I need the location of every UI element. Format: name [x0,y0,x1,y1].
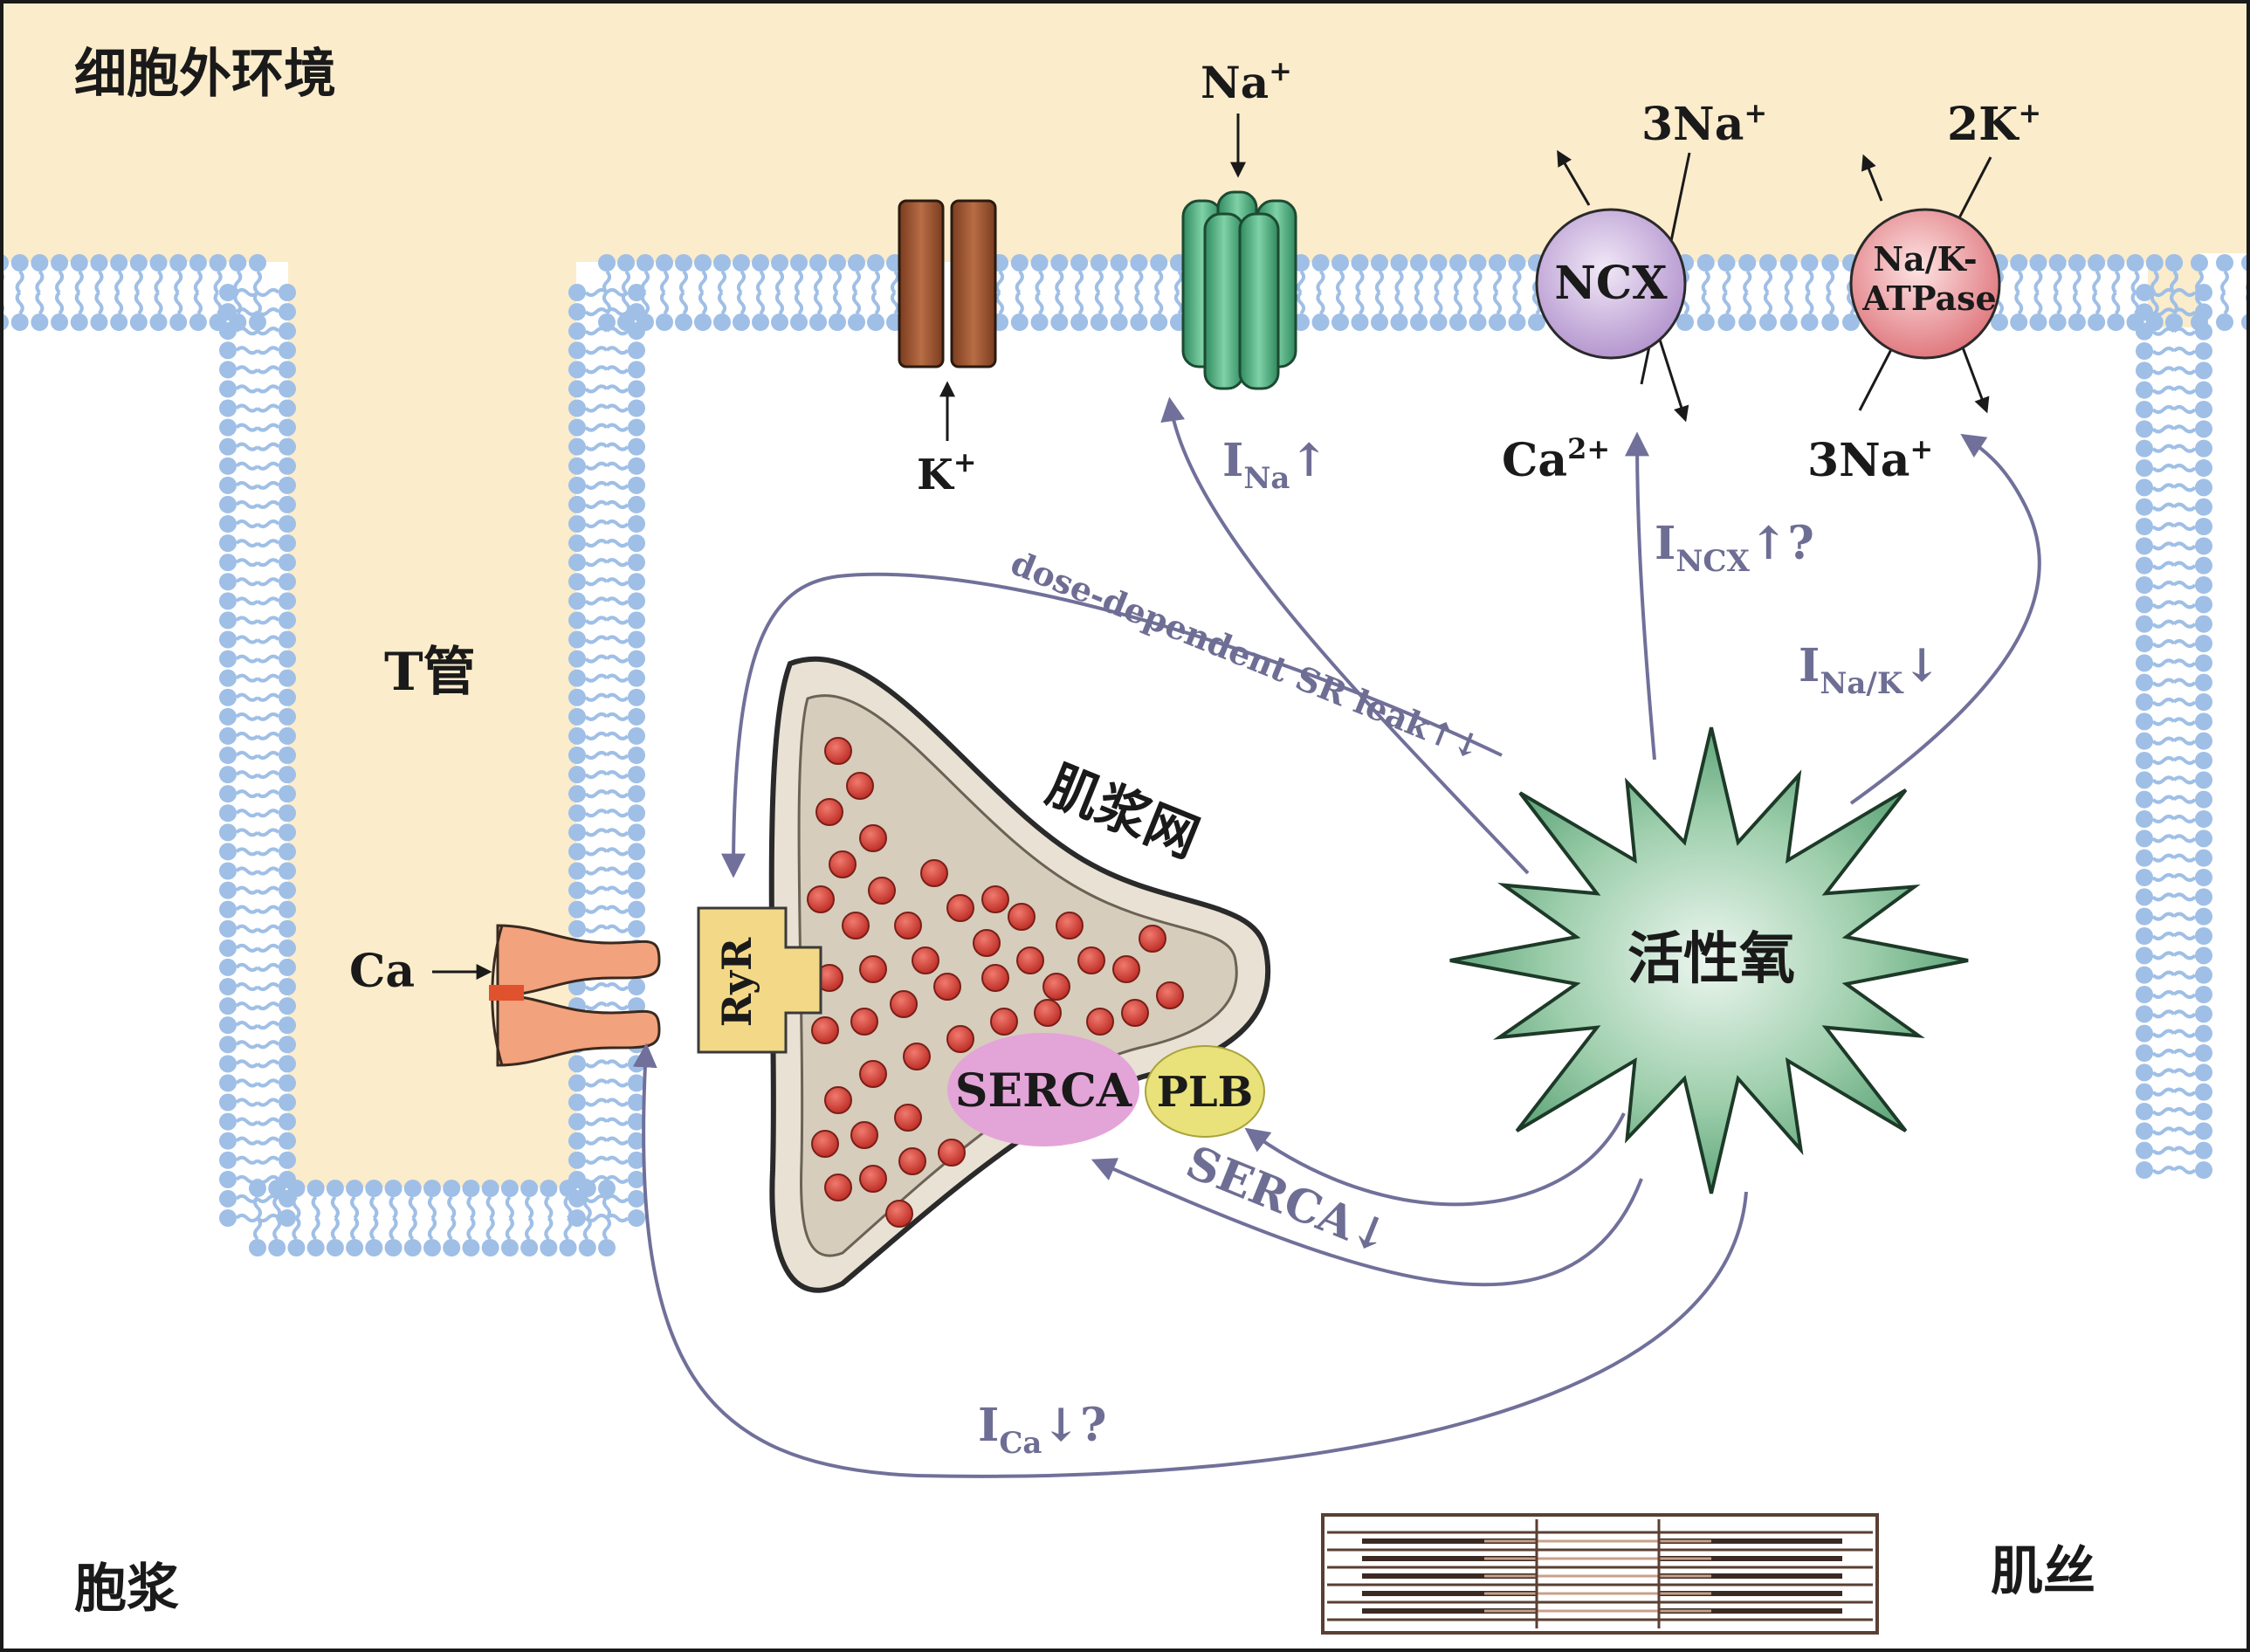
arrow-sr-leak-to-ryr [721,572,1503,878]
ncx-exchanger: NCX [1535,149,1691,423]
calcium-store-dots [807,737,1184,1228]
myofilament-bundle-icon [1321,1513,1879,1635]
cell-membrane [0,254,2250,1256]
cytoplasm-label: 胞浆 [74,1559,179,1620]
sarcoplasmic-reticulum [768,656,1271,1293]
ncx-out-ion-label: 3Na+ [1641,96,1767,151]
ros-effect-arrows [632,396,2041,1478]
ryr-label: RyR [713,937,760,1027]
ncx-label: NCX [1554,257,1668,310]
ros-starburst-icon [1449,726,1969,1194]
plb-label: PLB [1157,1068,1253,1117]
serca-pump: SERCA [947,1033,1139,1146]
ica-effect-label: ICa↓? [978,1399,1106,1461]
arrow-to-na-channel [1160,396,1530,875]
nak-out-ion-label: 3Na+ [1807,432,1933,487]
arrow-to-ca-channel [632,1043,1748,1478]
na-k-atpase: Na/K- ATPase [1849,154,2001,414]
arrow-to-plb [1244,1112,1626,1207]
ros-label: 活性氧 [1627,926,1795,992]
incx-effect-label: INCX↑? [1655,517,1814,579]
ca-channel-label: Ca [349,945,415,998]
nak-label-line2: ATPase [1861,279,1996,318]
nak-label-line1: Na/K- [1873,239,1977,279]
ca-channel [432,924,661,1067]
k-channel [898,199,997,441]
ncx-in-ion-label: Ca2+ [1502,432,1610,487]
plb-protein: PLB [1145,1045,1265,1138]
extracellular-region [0,0,2250,1187]
nak-in-ion-label: 2K+ [1947,96,2041,151]
myofilament-label: 肌丝 [1991,1541,2095,1602]
serca-label: SERCA [955,1064,1132,1118]
ina-effect-label: INa↑ [1222,434,1328,496]
t-tubule-label: T管 [384,642,476,703]
na-channel [1181,114,1297,390]
na-channel-label: Na+ [1201,54,1292,108]
arrow-to-ncx [1625,431,1656,761]
inak-effect-label: INa/K↓ [1799,639,1941,701]
k-channel-label: K+ [917,445,977,499]
arrow-to-nak [1849,433,2041,805]
extracellular-label: 细胞外环境 [74,44,336,105]
arrow-to-serca [1091,1158,1643,1287]
ryr-receptor: RyR [697,906,822,1054]
